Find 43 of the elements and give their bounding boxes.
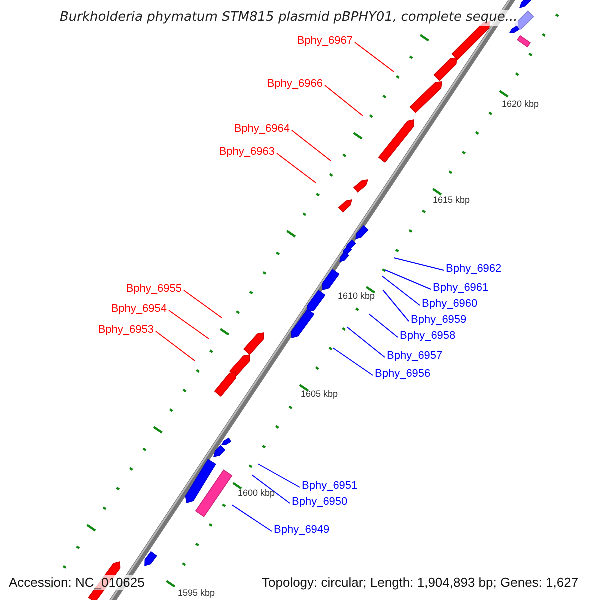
leader-line <box>332 348 374 376</box>
gene-label: Bphy_6964 <box>234 123 290 136</box>
leader-line <box>276 153 316 184</box>
gene-label: Bphy_6954 <box>111 303 167 316</box>
leader-line <box>346 326 386 358</box>
leader-line <box>168 310 210 340</box>
footer-text: Accession: NC_010625 <box>9 575 145 590</box>
leader-line <box>184 290 222 318</box>
footer-text: Topology: circular; Length: 1,904,893 bp; Genes: 1,627 <box>262 575 579 590</box>
gene-label: Bphy_6966 <box>267 78 323 91</box>
scale-label: 1620 kbp <box>502 99 540 110</box>
gene-label: Bphy_6956 <box>375 368 431 381</box>
gene-label: Bphy_6958 <box>400 330 456 343</box>
leader-line <box>382 276 420 306</box>
gene-label: Bphy_6950 <box>292 496 348 509</box>
leader-line <box>292 130 332 162</box>
scale-label: 1610 kbp <box>338 291 376 302</box>
gene-label: Bphy_6960 <box>422 298 478 311</box>
scale-label: 1595 kbp <box>178 588 216 599</box>
gene-label: Bphy_6951 <box>302 480 358 493</box>
leader-line <box>324 85 364 116</box>
gene-label: Bphy_6967 <box>297 35 353 48</box>
scale-label: 1600 kbp <box>238 488 276 499</box>
leader-line <box>156 331 196 362</box>
leader-line <box>382 290 410 322</box>
scale-label: 1615 kbp <box>433 195 470 206</box>
leader-line <box>394 258 444 271</box>
gene-label: Bphy_6957 <box>387 350 443 363</box>
gene-label: Bphy_6959 <box>411 314 467 327</box>
gene-label: Bphy_6963 <box>219 146 275 159</box>
gene-label: Bphy_6953 <box>98 324 154 337</box>
gene-label: Bphy_6955 <box>126 283 182 296</box>
leader-line <box>354 42 394 72</box>
map-title: Burkholderia phymatum STM815 plasmid pBPHY01, complete seque... <box>60 10 518 26</box>
scale-label: 1605 kbp <box>301 389 338 400</box>
leader-line <box>258 464 300 488</box>
leader-line <box>252 474 290 504</box>
gene-label: Bphy_6949 <box>274 524 330 537</box>
leader-line <box>384 270 432 290</box>
gene-label: Bphy_6962 <box>446 263 502 276</box>
leader-line <box>232 504 272 532</box>
leader-line <box>368 314 398 338</box>
gene-label: Bphy_6961 <box>433 282 489 295</box>
